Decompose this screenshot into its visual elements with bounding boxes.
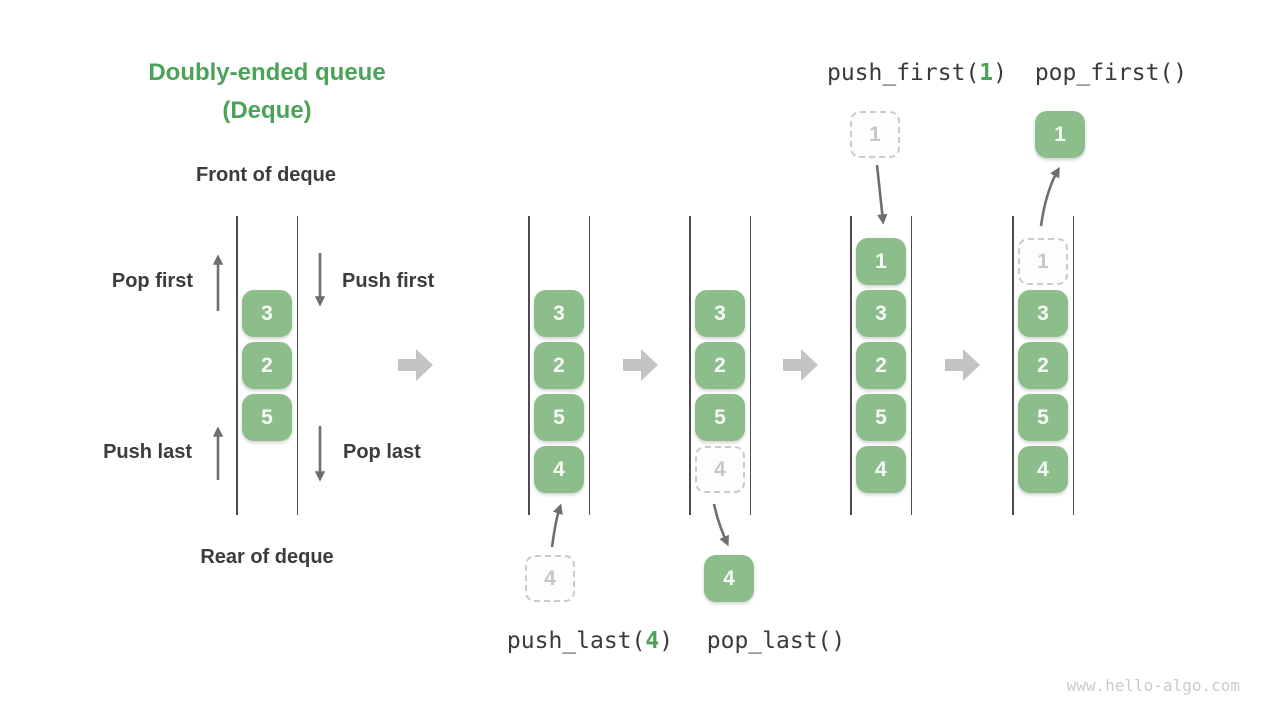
queue-cell: 2 bbox=[1018, 342, 1068, 389]
popped-cell-last: 4 bbox=[704, 555, 754, 602]
queue-cell: 5 bbox=[856, 394, 906, 441]
queue-cell: 2 bbox=[242, 342, 292, 389]
push-first-label: Push first bbox=[342, 270, 435, 292]
pop-first-code-label: pop_first() bbox=[1034, 60, 1188, 86]
queue-cell: 3 bbox=[534, 290, 584, 337]
deque-after-pop-first: 1 3 2 5 4 bbox=[1012, 0, 1074, 720]
pop-last-code-label: pop_last() bbox=[706, 628, 846, 654]
queue-cell: 2 bbox=[856, 342, 906, 389]
queue-wall-right bbox=[1072, 216, 1074, 515]
queue-wall-right bbox=[296, 216, 298, 515]
code-text: push_last( bbox=[506, 628, 646, 654]
code-text: ) bbox=[659, 628, 674, 654]
pop-first-label: Pop first bbox=[111, 270, 193, 292]
queue-cell: 3 bbox=[1018, 290, 1068, 337]
popped-cell-first: 1 bbox=[1035, 111, 1085, 158]
queue-cell: 5 bbox=[534, 394, 584, 441]
staged-cell-push-first: 1 bbox=[850, 111, 900, 158]
next-step-arrow-icon bbox=[783, 349, 818, 381]
deque-after-pop-last: 3 2 5 4 bbox=[689, 0, 751, 720]
diagram-title: Doubly-ended queue (Deque) bbox=[97, 54, 437, 130]
push-first-code-label: push_first(1) bbox=[827, 60, 1007, 86]
queue-cell: 1 bbox=[856, 238, 906, 285]
queue-cell: 3 bbox=[242, 290, 292, 337]
queue-wall-left bbox=[850, 216, 852, 515]
queue-wall-right bbox=[910, 216, 912, 515]
next-step-arrow-icon bbox=[623, 349, 658, 381]
queue-wall-left bbox=[236, 216, 238, 515]
deque-after-push-first: 1 3 2 5 4 bbox=[850, 0, 912, 720]
queue-wall-left bbox=[528, 216, 530, 515]
queue-cell-ghost: 1 bbox=[1018, 238, 1068, 285]
queue-cell: 4 bbox=[856, 446, 906, 493]
pop-last-label: Pop last bbox=[343, 441, 421, 463]
queue-wall-right bbox=[749, 216, 751, 515]
push-last-code-label: push_last(4) bbox=[507, 628, 673, 654]
queue-cell: 4 bbox=[534, 446, 584, 493]
queue-wall-right bbox=[588, 216, 590, 515]
front-of-deque-label: Front of deque bbox=[196, 164, 336, 186]
queue-cell: 5 bbox=[1018, 394, 1068, 441]
code-text: push_first( bbox=[826, 60, 980, 86]
next-step-arrow-icon bbox=[945, 349, 980, 381]
diagram-title-line1: Doubly-ended queue bbox=[148, 59, 386, 86]
queue-cell-ghost: 4 bbox=[695, 446, 745, 493]
code-text: ) bbox=[993, 60, 1008, 86]
rear-of-deque-label: Rear of deque bbox=[200, 546, 334, 568]
staged-cell-push-last: 4 bbox=[525, 555, 575, 602]
queue-cell: 4 bbox=[1018, 446, 1068, 493]
deque-after-push-last: 3 2 5 4 bbox=[528, 0, 590, 720]
queue-wall-left bbox=[1012, 216, 1014, 515]
queue-cell: 2 bbox=[695, 342, 745, 389]
queue-cell: 5 bbox=[695, 394, 745, 441]
code-arg: 1 bbox=[979, 60, 994, 86]
deque-initial: 3 2 5 bbox=[236, 0, 298, 720]
diagram-title-line2: (Deque) bbox=[222, 97, 312, 124]
push-last-label: Push last bbox=[103, 441, 192, 463]
queue-wall-left bbox=[689, 216, 691, 515]
queue-cell: 2 bbox=[534, 342, 584, 389]
queue-cell: 5 bbox=[242, 394, 292, 441]
watermark: www.hello-algo.com bbox=[1066, 676, 1240, 695]
queue-cell: 3 bbox=[695, 290, 745, 337]
code-arg: 4 bbox=[645, 628, 660, 654]
queue-cell: 3 bbox=[856, 290, 906, 337]
next-step-arrow-icon bbox=[398, 349, 433, 381]
